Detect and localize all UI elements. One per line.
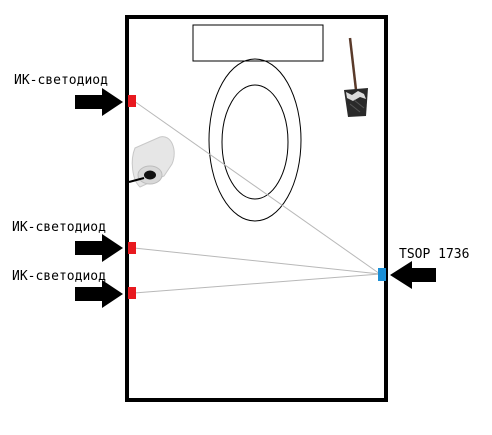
ir-led-icon (128, 95, 136, 107)
arrow-right-icon (75, 280, 123, 308)
beam-top (133, 100, 381, 275)
toilet-brush-icon (344, 37, 368, 117)
arrow-left-icon (390, 261, 436, 289)
emitter-top-label: ИК-светодиод (14, 73, 108, 88)
beam-bottom (133, 273, 381, 294)
toilet-tank-icon (192, 24, 324, 62)
receiver-label: TSOP 1736 (399, 247, 469, 262)
beam-middle (133, 247, 381, 275)
emitter-middle-label: ИК-светодиод (12, 220, 106, 235)
ir-led-icon (128, 287, 136, 299)
ir-led-icon (128, 242, 136, 254)
arrow-right-icon (75, 234, 123, 262)
ir-receiver-icon (378, 268, 386, 281)
room-outline (125, 15, 388, 402)
ir-beams (133, 100, 381, 294)
arrow-right-icon (75, 88, 123, 116)
emitter-bottom-label: ИК-светодиод (12, 269, 106, 284)
toilet-bowl-icon (208, 58, 302, 222)
toilet-paper-icon (128, 136, 175, 188)
